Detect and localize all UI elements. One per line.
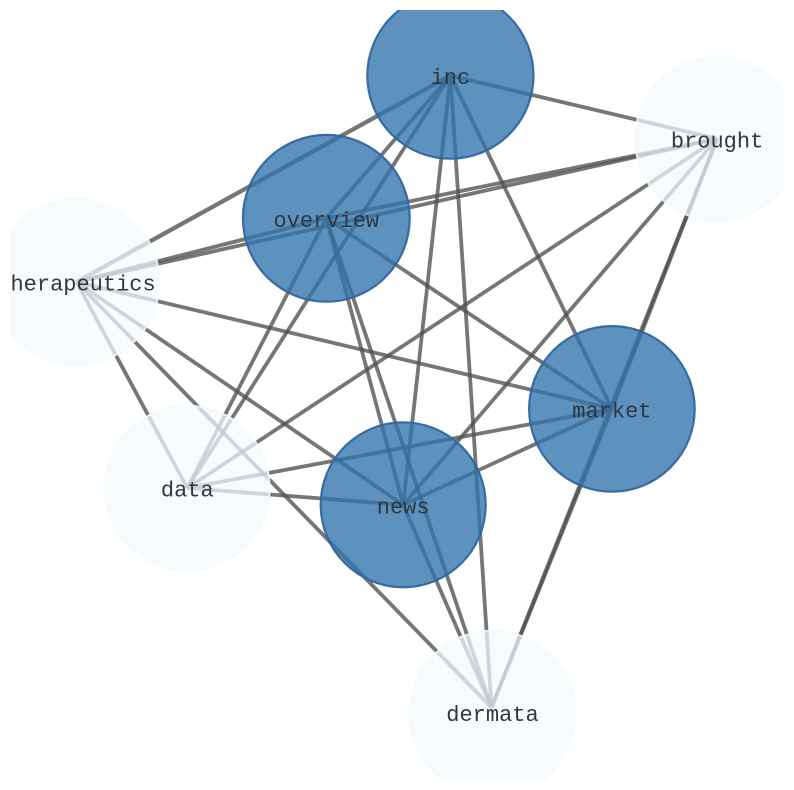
svg-text:brought: brought [671,129,763,154]
svg-text:therapeutics: therapeutics [0,273,156,298]
svg-text:data: data [161,479,214,504]
svg-text:overview: overview [273,209,379,234]
svg-text:news: news [377,495,430,520]
svg-text:dermata: dermata [446,703,538,728]
svg-text:market: market [572,399,651,424]
svg-text:inc: inc [431,66,471,91]
